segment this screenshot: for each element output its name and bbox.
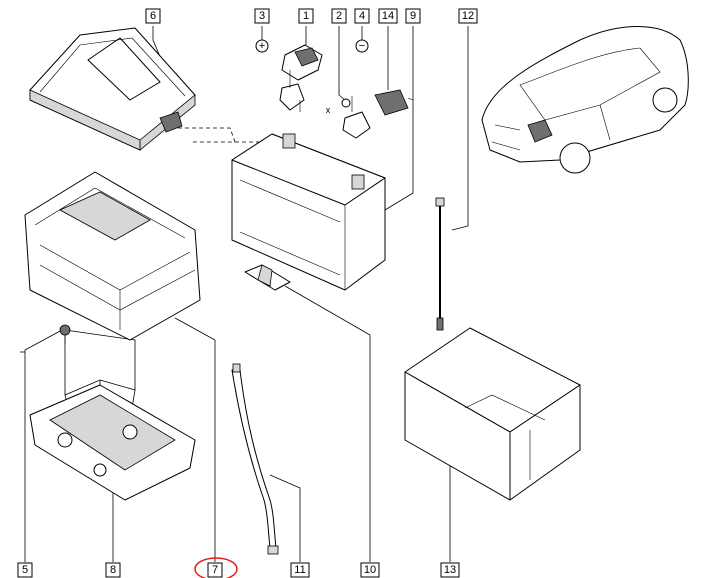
svg-text:7: 7: [212, 564, 218, 576]
callout-12: 12: [458, 8, 478, 24]
leader-5: [24, 329, 63, 562]
svg-text:10: 10: [364, 564, 376, 576]
svg-text:12: 12: [462, 10, 474, 22]
callout-7: 7: [194, 557, 238, 578]
leader-12: [451, 26, 469, 231]
leader-10: [284, 285, 371, 562]
highlight-circle: [194, 557, 238, 578]
minus-symbol: −: [355, 39, 369, 53]
battery-part: [231, 133, 386, 291]
leader-8-dotted: [64, 329, 136, 396]
x-mark: x: [326, 105, 331, 115]
svg-text:13: 13: [444, 564, 456, 576]
callout-3: 3: [254, 8, 270, 24]
callout-13: 13: [440, 562, 460, 578]
car-illustration: [481, 26, 689, 174]
negative-terminal-part: [341, 96, 371, 139]
positive-terminal-part: [279, 44, 323, 112]
svg-text:3: 3: [259, 10, 265, 22]
rod-part: [435, 197, 445, 331]
leader-9: [384, 26, 414, 211]
callout-6: 6: [145, 8, 161, 24]
callout-5: 5: [17, 562, 33, 578]
battery-cover-part: [29, 27, 196, 151]
svg-text:6: 6: [150, 10, 156, 22]
svg-text:4: 4: [359, 10, 365, 22]
plus-symbol: +: [255, 39, 269, 53]
svg-text:1: 1: [303, 10, 309, 22]
cover-dashed-guide: [178, 127, 262, 143]
svg-text:11: 11: [294, 564, 305, 576]
leader-7: [174, 317, 216, 562]
callout-11: 11: [290, 562, 310, 578]
minus-sign: −: [359, 40, 365, 52]
bolt-part: [59, 324, 71, 345]
leader-2: [338, 26, 346, 101]
svg-text:14: 14: [382, 10, 394, 22]
battery-tray-part: [24, 171, 201, 341]
callout-9: 9: [405, 8, 421, 24]
callout-2: 2: [331, 8, 347, 24]
battery-clamp-part: [244, 264, 291, 291]
svg-text:8: 8: [110, 564, 116, 576]
sensor-part: [374, 89, 414, 116]
callout-8: 8: [105, 562, 121, 578]
callout-10: 10: [360, 562, 380, 578]
battery-base-part: [29, 384, 196, 501]
callout-4: 4: [354, 8, 370, 24]
leader-lines: [20, 26, 469, 562]
vent-hose-part: [231, 363, 279, 555]
callout-1: 1: [298, 8, 314, 24]
leader-11: [269, 474, 301, 562]
insulation-box-part: [404, 327, 581, 501]
svg-text:5: 5: [22, 564, 28, 576]
svg-text:2: 2: [336, 10, 342, 22]
callout-14: 14: [378, 8, 398, 24]
svg-text:9: 9: [410, 10, 416, 22]
plus-sign: +: [259, 40, 265, 52]
